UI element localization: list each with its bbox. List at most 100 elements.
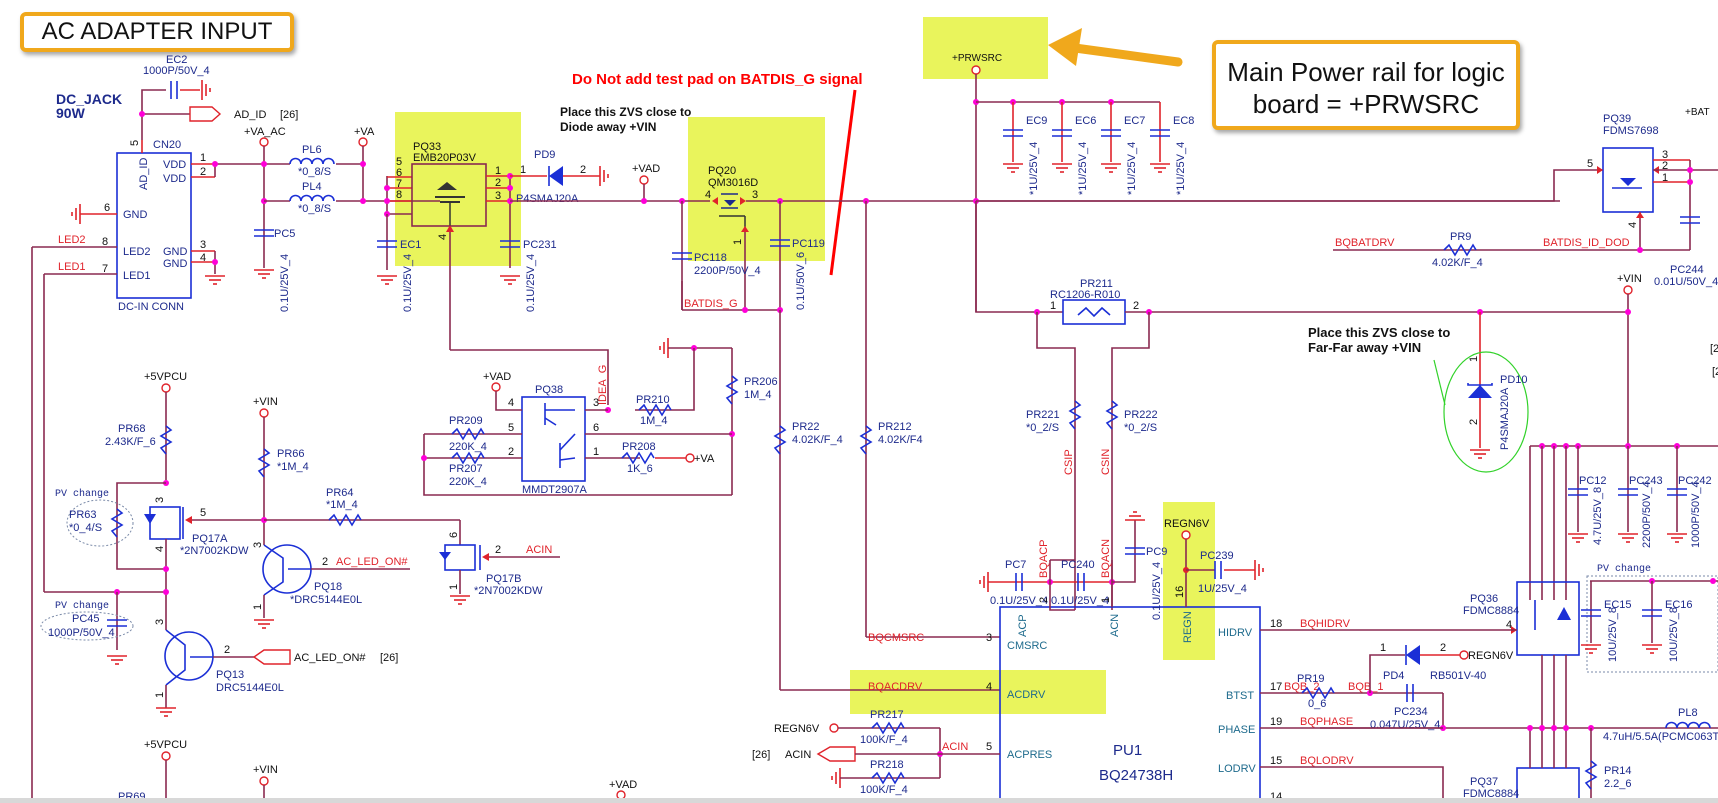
main-rail-line2: board = +PRWSRC [1252,89,1480,119]
svg-text:4: 4 [705,189,711,201]
svg-text:2: 2 [495,544,501,556]
pr63-ref: PR63 [69,509,97,521]
pr209-ref: PR209 [449,415,483,427]
pr207-value: 220K_4 [449,476,487,488]
pr206-ref: PR206 [744,376,778,388]
svg-text:2: 2 [224,644,230,656]
pr211-ref: PR211 [1080,278,1113,290]
pr217-ref: PR217 [870,709,904,721]
svg-text:7: 7 [102,263,108,275]
pq33-value: EMB20P03V [413,152,477,164]
pq17a-value: *2N7002KDW [180,545,249,557]
pr208-ref: PR208 [622,441,656,453]
svg-text:3: 3 [495,190,501,202]
svg-text:5: 5 [396,156,402,168]
ec8-value: *1U/25V_4 [1175,142,1187,195]
svg-text:6: 6 [104,202,110,214]
main-rail-callout: Main Power rail for logic board = +PRWSR… [1212,40,1520,130]
pr212-value: 4.02K/F4 [878,434,923,446]
bulk-caps [1002,99,1171,173]
rail-regn6v: REGN6V [1164,518,1210,530]
pd9-value: P4SMAJ20A [516,193,579,205]
pr209-value: 220K_4 [449,441,487,453]
zvs-note-line1: Place this ZVS close to [560,105,691,119]
led1-net: LED1 [58,261,86,273]
pl8-value: 4.7uH/5.5A(PCMC063T [1603,731,1718,743]
ec9-value: *1U/25V_4 [1028,142,1040,195]
ec2-ref: EC2 [166,54,187,66]
svg-text:5: 5 [508,422,514,434]
pr19-value: 0_6 [1308,698,1326,710]
pq13-ref: PQ13 [216,669,244,681]
svg-text:2: 2 [1468,419,1480,425]
svg-text:3: 3 [154,497,166,503]
svg-text:1: 1 [495,165,501,177]
bqb1-net: BQB_1 [1348,681,1383,693]
pq33-ref: PQ33 [413,141,441,153]
pc239-value: 1U/25V_4 [1198,583,1247,595]
svg-text:2: 2 [1662,160,1668,172]
pq36-ref: PQ36 [1470,593,1498,605]
pc9-ref: PC9 [1146,546,1167,558]
bqlodrv-net: BQLODRV [1300,755,1354,767]
rail-va-ac: +VA_AC [244,126,286,138]
pq36-value: FDMC8884 [1463,605,1519,617]
cn20-ref: CN20 [153,139,181,151]
rail-regn6v-acpres: REGN6V [774,723,820,735]
pu1-pin-regn: REGN [1182,611,1194,643]
svg-text:4: 4 [986,681,992,693]
pu1-pin-phase: PHASE [1218,724,1255,736]
highlight-pq20 [688,117,825,261]
svg-text:1: 1 [1050,300,1056,312]
pq20-ref: PQ20 [708,165,736,177]
pq13-transistor [164,631,214,681]
title-callout: AC ADAPTER INPUT [20,12,294,52]
ad-id-net: AD_ID [234,109,266,121]
svg-text:6: 6 [396,167,402,179]
pr63-pv-change-ellipse [66,499,134,547]
pc45-pv-change-ellipse [40,611,134,641]
pr208-value: 1K_6 [627,463,653,475]
rail-vin-top: +VIN [1617,273,1642,285]
pc243-value: 2200P/50V_4 [1641,481,1653,548]
svg-text:15: 15 [1270,755,1282,767]
ad-id-ref: [26] [280,109,298,121]
pc5-value: 0.1U/25V_4 [279,254,291,312]
pr64-value: *1M_4 [326,499,358,511]
cn20-pin-gnd: GND [123,209,148,221]
acin-port-label: ACIN [785,749,811,761]
ec15-value: 10U/25V_8 [1607,607,1619,662]
pr222-ref: PR222 [1124,409,1158,421]
svg-text:4: 4 [508,397,514,409]
dc-jack-power: 90W [56,105,86,121]
cn20-desc: DC-IN CONN [118,301,184,313]
pu1-pin-lodrv: LODRV [1218,763,1256,775]
pr207-ref: PR207 [449,463,483,475]
batdis-id-dod-net: BATDIS_ID_DOD [1543,237,1630,249]
svg-text:3: 3 [1662,149,1668,161]
pr210-ref: PR210 [636,394,670,406]
ac-led-on-ref: [26] [380,652,398,664]
ac-led-on-port-label: AC_LED_ON# [294,652,366,664]
pq20-mosfet [712,193,749,232]
pq37-ref: PQ37 [1470,776,1498,788]
ec1-value: 0.1U/25V_4 [402,254,414,312]
zvs-far-note-line2: Far-Far away +VIN [1308,340,1421,355]
pr221-value: *0_2/S [1026,422,1059,434]
rail-vad: +VAD [632,163,660,175]
svg-text:1: 1 [520,164,526,176]
ac-led-on-net: AC_LED_ON# [336,556,408,568]
pr22-value: 4.02K/F_4 [792,434,843,446]
pc231-value: 0.1U/25V_4 [525,254,537,312]
pr14-ref: PR14 [1604,765,1632,777]
pq17b-mosfet [444,544,476,571]
svg-text:17: 17 [1270,681,1282,693]
ad-id-port [189,106,222,122]
cn20-pin-gnd4: GND [163,258,188,270]
svg-text:3: 3 [986,632,992,644]
pc12-ref: PC12 [1579,475,1607,487]
svg-text:1: 1 [448,584,460,590]
svg-text:3: 3 [200,239,206,251]
svg-text:1: 1 [200,152,206,164]
pq39-ref: PQ39 [1603,113,1631,125]
